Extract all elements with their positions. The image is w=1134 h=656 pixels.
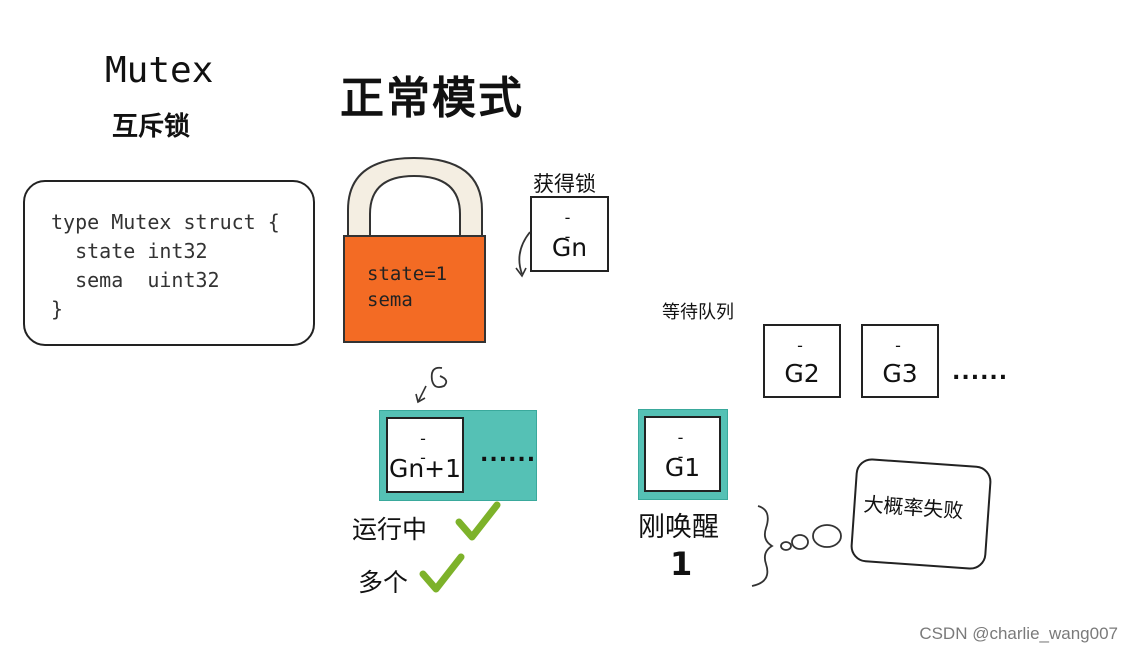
brace-and-bubbles	[751, 505, 842, 587]
mode-title: 正常模式	[340, 73, 524, 124]
face-eyes: --	[895, 336, 929, 374]
goroutine-g2-label: G2	[784, 359, 820, 388]
code-line-1: type Mutex struct {	[51, 210, 280, 234]
goroutine-gn: -- Gn	[530, 196, 609, 272]
mutex-title: Mutex	[105, 50, 214, 91]
woken-label: 刚唤醒	[638, 512, 719, 543]
wait-queue-more: ......	[952, 360, 1009, 385]
goroutine-gn1: -- Gn+1	[386, 417, 464, 493]
thought-text: 大概率失败	[862, 491, 965, 523]
spin-icon	[415, 366, 448, 404]
code-box: type Mutex struct { state int32 sema uin…	[23, 180, 315, 346]
goroutine-g1: -- G1	[644, 416, 721, 492]
running-more: ......	[480, 442, 537, 467]
curved-arrow-icon	[515, 231, 531, 278]
lock-body: state=1 sema	[343, 235, 486, 343]
code-line-4: }	[51, 297, 64, 321]
goroutine-g3-label: G3	[882, 359, 918, 388]
acquire-label: 获得锁	[533, 172, 596, 196]
wait-queue-label: 等待队列	[662, 302, 734, 323]
lock-sema-text: sema	[367, 289, 413, 311]
watermark: CSDN @charlie_wang007	[919, 624, 1118, 643]
goroutine-gn-label: Gn	[551, 233, 588, 262]
face-eyes: --	[797, 336, 831, 374]
check-icon	[455, 501, 501, 541]
code-line-3: sema uint32	[51, 268, 220, 292]
lock-state-text: state=1	[367, 263, 448, 285]
thought-bubble: 大概率失败	[849, 457, 993, 571]
goroutine-g2: -- G2	[763, 324, 841, 398]
code-line-2: state int32	[51, 239, 208, 263]
goroutine-g1-label: G1	[664, 453, 701, 482]
face-eyes: --	[677, 428, 712, 466]
check-icon	[419, 553, 465, 593]
woken-count: 1	[670, 545, 693, 583]
mutex-cn-title: 互斥锁	[112, 112, 191, 142]
multiple-label: 多个	[358, 568, 409, 597]
running-label: 运行中	[352, 515, 428, 544]
goroutine-g3: -- G3	[861, 324, 939, 398]
face-eyes: --	[564, 208, 599, 246]
goroutine-gn1-label: Gn+1	[388, 454, 462, 483]
face-eyes: --	[420, 429, 454, 467]
lock-shackle	[347, 156, 483, 238]
